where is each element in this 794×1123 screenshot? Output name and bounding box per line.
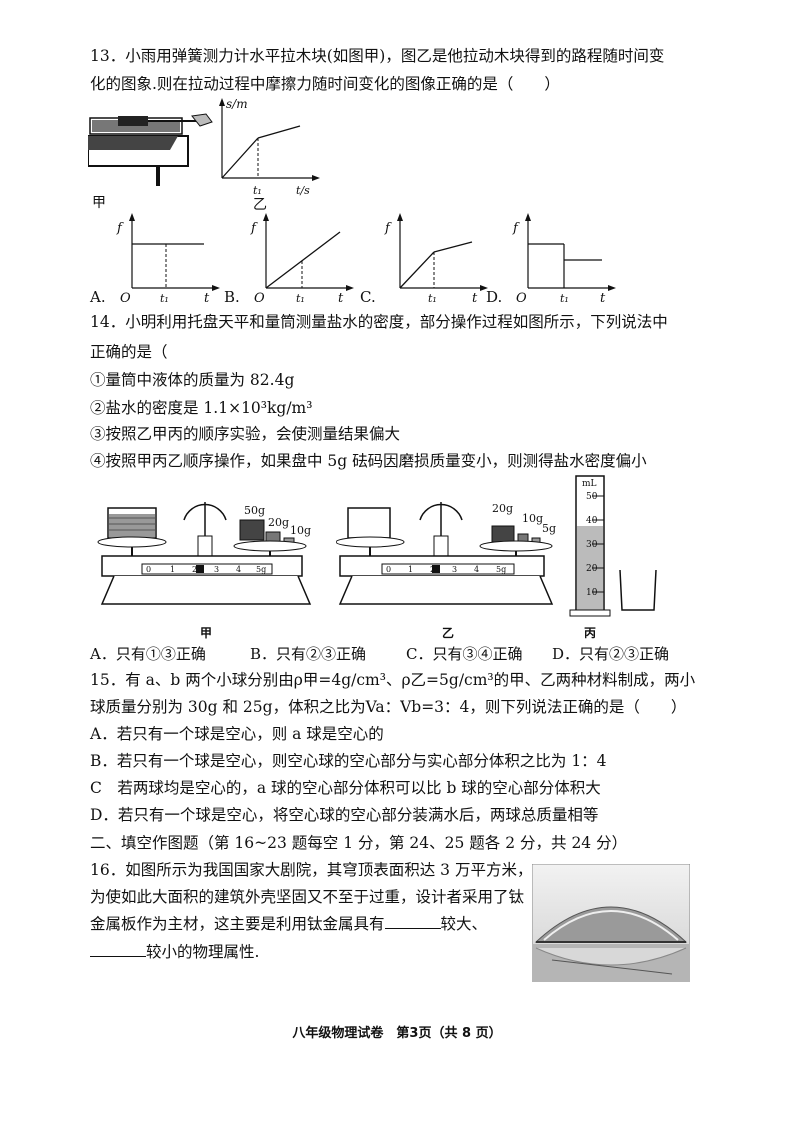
graph-d-t: t xyxy=(600,291,606,305)
graduated-cylinder: mL 50 40 30 20 10 xyxy=(569,475,657,617)
t1-label: t₁ xyxy=(253,184,262,196)
q13-option-a: A. xyxy=(90,288,106,306)
jia-weight-10g: 10g xyxy=(290,524,311,537)
fig-yi-label: 乙 xyxy=(253,197,267,213)
q15-option-b: B．若只有一个球是空心，则空心球的空心部分与实心部分体积之比为 1：4 xyxy=(90,752,607,770)
yi-tick-1: 1 xyxy=(408,565,413,574)
q15-option-a: A．若只有一个球是空心，则 a 球是空心的 xyxy=(90,725,384,743)
cylinder-unit: mL xyxy=(582,479,597,489)
q16-blank-2[interactable] xyxy=(90,942,146,957)
fig-label-bing: 丙 xyxy=(584,626,597,640)
q13-line2: 化的图象.则在拉动过程中摩擦力随时间变化的图像正确的是（ ） xyxy=(90,75,560,93)
q16-line2: 为使如此大面积的建筑外壳坚固又不至于过重，设计者采用了钛 xyxy=(90,888,525,906)
graph-b-f: f xyxy=(250,221,258,236)
graph-c-t: t xyxy=(472,291,478,305)
cylinder-tick-30: 30 xyxy=(586,540,598,550)
balance-jia: 50g 20g 10g 0 1 2 3 4 5g xyxy=(97,502,312,605)
graph-a-t1: t₁ xyxy=(160,292,169,305)
fig-label-jia: 甲 xyxy=(200,626,213,640)
t-axis-label: t/s xyxy=(296,184,310,196)
s-axis-label: s/m xyxy=(226,97,248,111)
jia-tick-0: 0 xyxy=(146,565,151,574)
fig-label-yi: 乙 xyxy=(442,626,455,640)
q14-option-b: B．只有②③正确 xyxy=(250,645,367,663)
q13-line1: 13．小雨用弹簧测力计水平拉木块(如图甲)，图乙是他拉动木块得到的路程随时间变 xyxy=(90,47,665,65)
section-2-heading: 二、填空作图题（第 16~23 题每空 1 分，第 24、25 题各 2 分，共… xyxy=(90,834,628,852)
q15-line2: 球质量分别为 30g 和 25g，体积之比为Va：Vb=3：4，则下列说法正确的… xyxy=(90,698,687,716)
yi-tick-0: 0 xyxy=(386,565,391,574)
graph-b: f O t₁ t xyxy=(250,213,354,305)
q16-line4-text: 较小的物理属性. xyxy=(146,943,260,961)
fig-jia-label: 甲 xyxy=(92,195,106,211)
q14-statement-3: ③按照乙甲丙的顺序实验，会使测量结果偏大 xyxy=(90,425,401,443)
grand-theatre-photo xyxy=(532,864,690,982)
jia-tick-4: 4 xyxy=(236,565,241,574)
cylinder-tick-10: 10 xyxy=(586,588,598,598)
q14-option-a: A．只有①③正确 xyxy=(90,645,206,663)
graph-d: f O t₁ t xyxy=(512,213,616,305)
yi-tick-3: 3 xyxy=(452,565,457,574)
q16-line3: 金属板作为主材，这主要是利用钛金属具有 较大、 xyxy=(90,914,487,934)
yi-weight-20g: 20g xyxy=(492,502,513,515)
cylinder-tick-20: 20 xyxy=(586,564,598,574)
yi-tick-4: 4 xyxy=(474,565,479,574)
q14-statement-4: ④按照甲丙乙顺序操作，如果盘中 5g 砝码因磨损质量变小，则测得盐水密度偏小 xyxy=(90,452,647,470)
graph-b-t: t xyxy=(338,291,344,305)
graph-c-f: f xyxy=(384,221,392,236)
fig-jia-table xyxy=(88,113,213,186)
graph-a-f: f xyxy=(116,221,124,236)
graph-c-t1: t₁ xyxy=(428,292,437,305)
fig-yi-st-graph: s/m t₁ t/s xyxy=(219,97,320,196)
q15-line1: 15．有 a、b 两个小球分别由ρ甲=4g/cm³、ρ乙=5g/cm³的甲、乙两… xyxy=(90,671,696,689)
graph-d-o: O xyxy=(516,291,527,305)
q16-line3-text: 金属板作为主材，这主要是利用钛金属具有 xyxy=(90,915,385,933)
q16-line1: 16．如图所示为我国国家大剧院，其穹顶表面积达 3 万平方米， xyxy=(90,861,533,879)
graph-a-t: t xyxy=(204,291,210,305)
balance-yi: 20g 10g 5g 0 1 2 3 4 5g xyxy=(336,502,556,605)
yi-weight-10g: 10g xyxy=(522,512,543,525)
yi-tick-2: 2 xyxy=(430,565,435,574)
cylinder-tick-50: 50 xyxy=(586,492,598,502)
page-footer: 八年级物理试卷 第3页（共 8 页） xyxy=(292,1026,502,1041)
yi-tick-5g: 5g xyxy=(496,565,506,574)
q14-option-c: C．只有③④正确 xyxy=(406,645,523,663)
graph-a: f O t₁ t xyxy=(116,213,220,305)
jia-tick-2: 2 xyxy=(192,565,197,574)
jia-weight-20g: 20g xyxy=(268,516,289,529)
q13-option-c: C. xyxy=(360,288,376,306)
q14-line2: 正确的是（ xyxy=(90,343,168,361)
cylinder-tick-40: 40 xyxy=(586,516,598,526)
jia-tick-5g: 5g xyxy=(256,565,266,574)
graph-a-o: O xyxy=(120,291,131,305)
jia-weight-50g: 50g xyxy=(244,504,265,517)
graph-b-t1: t₁ xyxy=(296,292,305,305)
q14-statement-1: ①量筒中液体的质量为 82.4g xyxy=(90,371,295,389)
graph-d-f: f xyxy=(512,221,520,236)
q14-line1: 14．小明利用托盘天平和量筒测量盐水的密度，部分操作过程如图所示，下列说法中 xyxy=(90,313,668,331)
graph-b-o: O xyxy=(254,291,265,305)
q13-option-b: B. xyxy=(224,288,240,306)
q16-blank-1[interactable] xyxy=(384,914,441,929)
q14-option-d: D．只有②③正确 xyxy=(552,645,670,663)
graph-c: f t₁ t xyxy=(384,213,488,305)
q16-line3-tail: 较大、 xyxy=(440,915,488,933)
q16-line4: 较小的物理属性. xyxy=(90,942,259,962)
graph-d-t1: t₁ xyxy=(560,292,569,305)
yi-weight-5g: 5g xyxy=(542,522,556,535)
jia-tick-1: 1 xyxy=(170,565,175,574)
jia-tick-3: 3 xyxy=(214,565,219,574)
q15-option-d: D．若只有一个球是空心，将空心球的空心部分装满水后，两球总质量相等 xyxy=(90,806,599,824)
q13-option-d: D. xyxy=(486,288,503,306)
q15-option-c: C 若两球均是空心的，a 球的空心部分体积可以比 b 球的空心部分体积大 xyxy=(90,779,601,797)
q14-statement-2: ②盐水的密度是 1.1×10³kg/m³ xyxy=(90,399,313,417)
